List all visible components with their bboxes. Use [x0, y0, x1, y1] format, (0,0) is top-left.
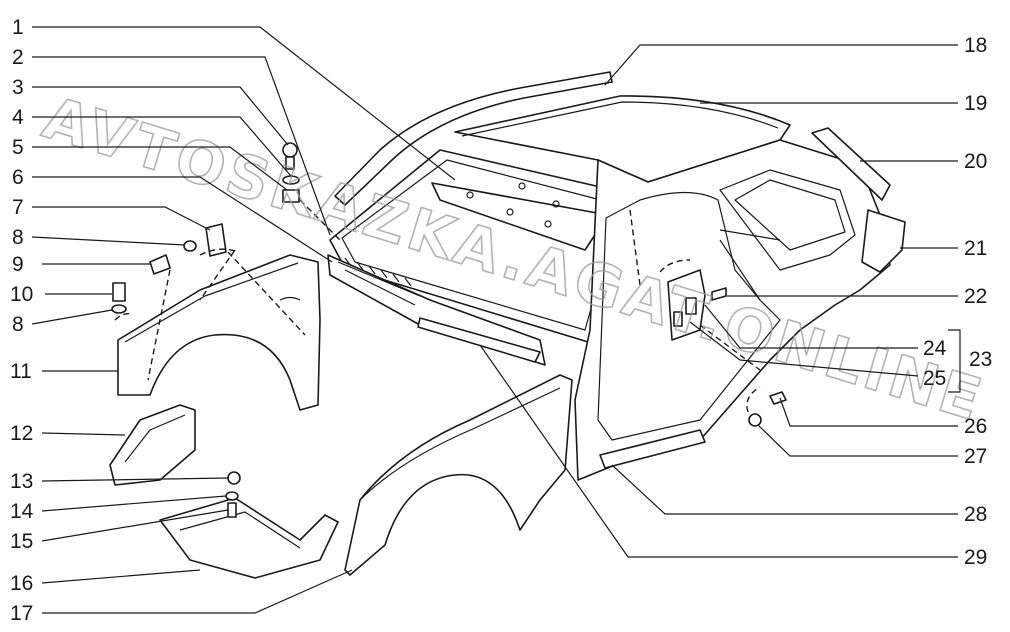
callout-8b: 8	[12, 313, 24, 336]
roof-panel	[454, 95, 791, 183]
washer-8	[183, 240, 197, 252]
callout-5: 5	[12, 136, 24, 159]
callout-13: 13	[10, 470, 33, 493]
callout-18: 18	[964, 34, 987, 57]
callout-9: 9	[12, 253, 24, 276]
rear-quarter-section	[861, 209, 906, 273]
callout-23: 23	[969, 348, 992, 371]
quarter-trim	[811, 127, 891, 201]
callout-14: 14	[10, 500, 34, 523]
wiper-grille	[417, 317, 541, 363]
callout-22: 22	[964, 285, 987, 308]
callout-6: 6	[12, 166, 24, 189]
nut-13	[227, 471, 241, 485]
callout-28: 28	[964, 503, 987, 526]
callout-3: 3	[12, 76, 24, 99]
bolt-15	[227, 502, 237, 518]
roof-rail	[334, 71, 613, 206]
upper-rail	[431, 182, 609, 251]
callout-1: 1	[12, 16, 24, 39]
callout-12: 12	[10, 422, 33, 445]
callout-21: 21	[964, 237, 987, 260]
callout-24: 24	[923, 337, 947, 360]
washer-14	[225, 491, 239, 501]
bolt-10	[112, 282, 126, 302]
callout-16: 16	[10, 572, 33, 595]
callout-19: 19	[964, 92, 987, 115]
callout-11: 11	[10, 360, 32, 383]
callout-8a: 8	[12, 226, 24, 249]
callout-17: 17	[10, 602, 33, 625]
callout-labels: 1 2 3 4 5 6 7 8 9 10 8 11 12 13 14 15 16…	[10, 16, 992, 625]
clip-7	[205, 223, 227, 257]
car-body-drawing	[109, 71, 906, 579]
front-fender	[117, 254, 321, 411]
callout-26: 26	[964, 415, 987, 438]
callout-20: 20	[964, 150, 987, 173]
callout-7: 7	[12, 196, 24, 219]
splash-shield	[109, 404, 196, 486]
door-opening	[597, 191, 781, 441]
nut-5	[282, 189, 300, 203]
fender-large	[344, 374, 573, 576]
body-side-panel	[574, 139, 891, 481]
undershield	[159, 497, 339, 579]
screw-9	[149, 254, 171, 275]
leader-lines	[31, 26, 961, 614]
callout-27: 27	[964, 445, 987, 468]
callout-10: 10	[10, 283, 33, 306]
washer-8b	[111, 304, 127, 314]
callout-4: 4	[12, 106, 24, 129]
callout-29: 29	[964, 546, 987, 569]
callout-25: 25	[923, 367, 946, 390]
sill	[599, 429, 706, 469]
callout-15: 15	[10, 530, 33, 553]
callout-2: 2	[12, 46, 24, 69]
